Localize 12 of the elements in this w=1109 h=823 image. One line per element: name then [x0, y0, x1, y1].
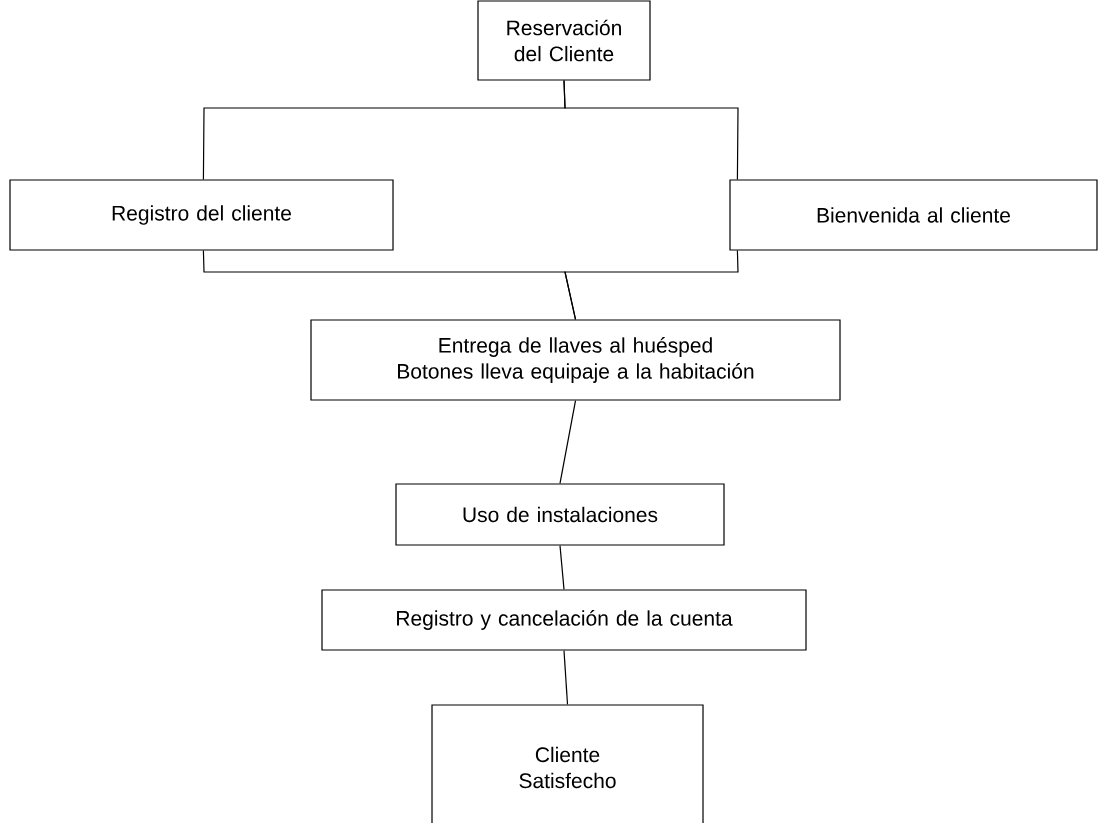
process-box: Reservación del Cliente — [477, 0, 651, 81]
process-box: Registro del cliente — [9, 179, 394, 251]
connector-line — [563, 650, 569, 705]
process-box: Cliente Satisfecho — [431, 704, 704, 823]
process-box: Uso de instalaciones — [395, 483, 725, 546]
process-box: Registro y cancelación de la cuenta — [321, 589, 807, 651]
process-box: Entrega de llaves al huésped Botones lleva equipaje a la habitación — [310, 319, 841, 401]
process-box: Bienvenida al cliente — [729, 179, 1098, 251]
connector-line — [559, 400, 577, 484]
connector-line — [564, 250, 739, 320]
connector-line — [559, 545, 565, 590]
connector-line — [563, 80, 739, 180]
